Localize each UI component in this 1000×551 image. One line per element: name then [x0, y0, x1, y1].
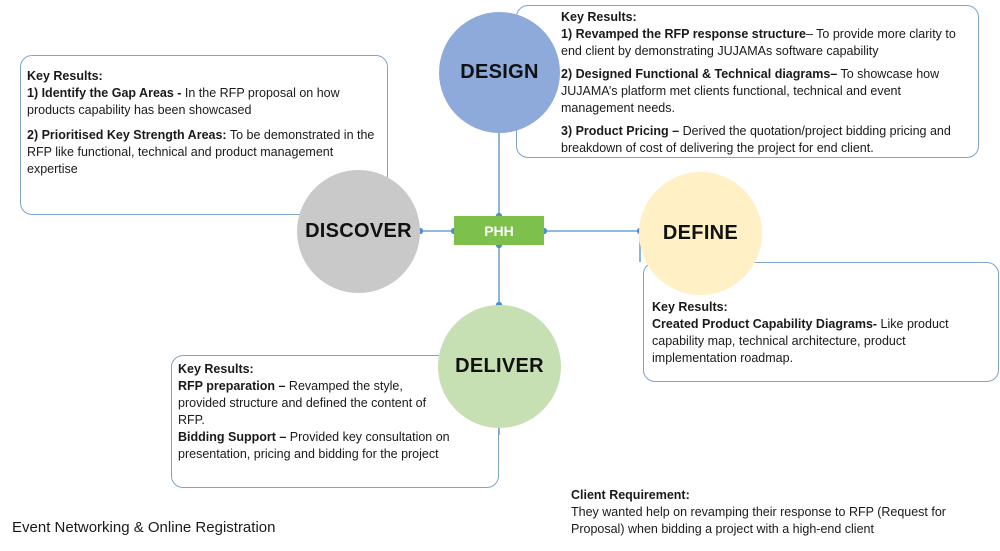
define-label: DEFINE	[662, 222, 739, 244]
design-results-heading: Key Results:	[561, 10, 637, 24]
center-node: PHH	[454, 216, 544, 245]
design-result-2: 2) Designed Functional & Technical diagr…	[561, 67, 940, 115]
design-results-box: Key Results: 1) Revamped the RFP respons…	[516, 5, 979, 158]
define-results-heading: Key Results:	[652, 300, 728, 314]
design-result-3: 3) Product Pricing – Derived the quotati…	[561, 124, 951, 155]
discover-results-heading: Key Results:	[27, 69, 103, 83]
caption: Event Networking & Online Registration	[12, 519, 276, 536]
define-result-1: Created Product Capability Diagrams- Lik…	[652, 317, 949, 365]
discover-label: DISCOVER	[305, 220, 412, 242]
center-label: PHH	[484, 222, 514, 239]
define-circle: DEFINE	[639, 172, 762, 295]
deliver-result-1: RFP preparation – Revamped the style, pr…	[178, 379, 427, 427]
discover-circle: DISCOVER	[297, 170, 420, 293]
deliver-results-heading: Key Results:	[178, 362, 254, 376]
client-requirement-heading: Client Requirement:	[571, 488, 690, 502]
discover-result-1: 1) Identify the Gap Areas - In the RFP p…	[27, 86, 340, 117]
discover-result-2: 2) Prioritised Key Strength Areas: To be…	[27, 128, 375, 176]
client-requirement-text: They wanted help on revamping their resp…	[571, 505, 946, 536]
deliver-result-2: Bidding Support – Provided key consultat…	[178, 430, 450, 461]
design-label: DESIGN	[460, 61, 539, 83]
design-result-1: 1) Revamped the RFP response structure– …	[561, 27, 956, 58]
deliver-circle: DELIVER	[438, 305, 561, 428]
design-circle: DESIGN	[439, 12, 560, 133]
define-results-box: Key Results: Created Product Capability …	[643, 262, 999, 382]
discover-results-box: Key Results: 1) Identify the Gap Areas -…	[20, 55, 388, 215]
deliver-label: DELIVER	[455, 355, 544, 377]
client-requirement: Client Requirement: They wanted help on …	[571, 487, 991, 538]
